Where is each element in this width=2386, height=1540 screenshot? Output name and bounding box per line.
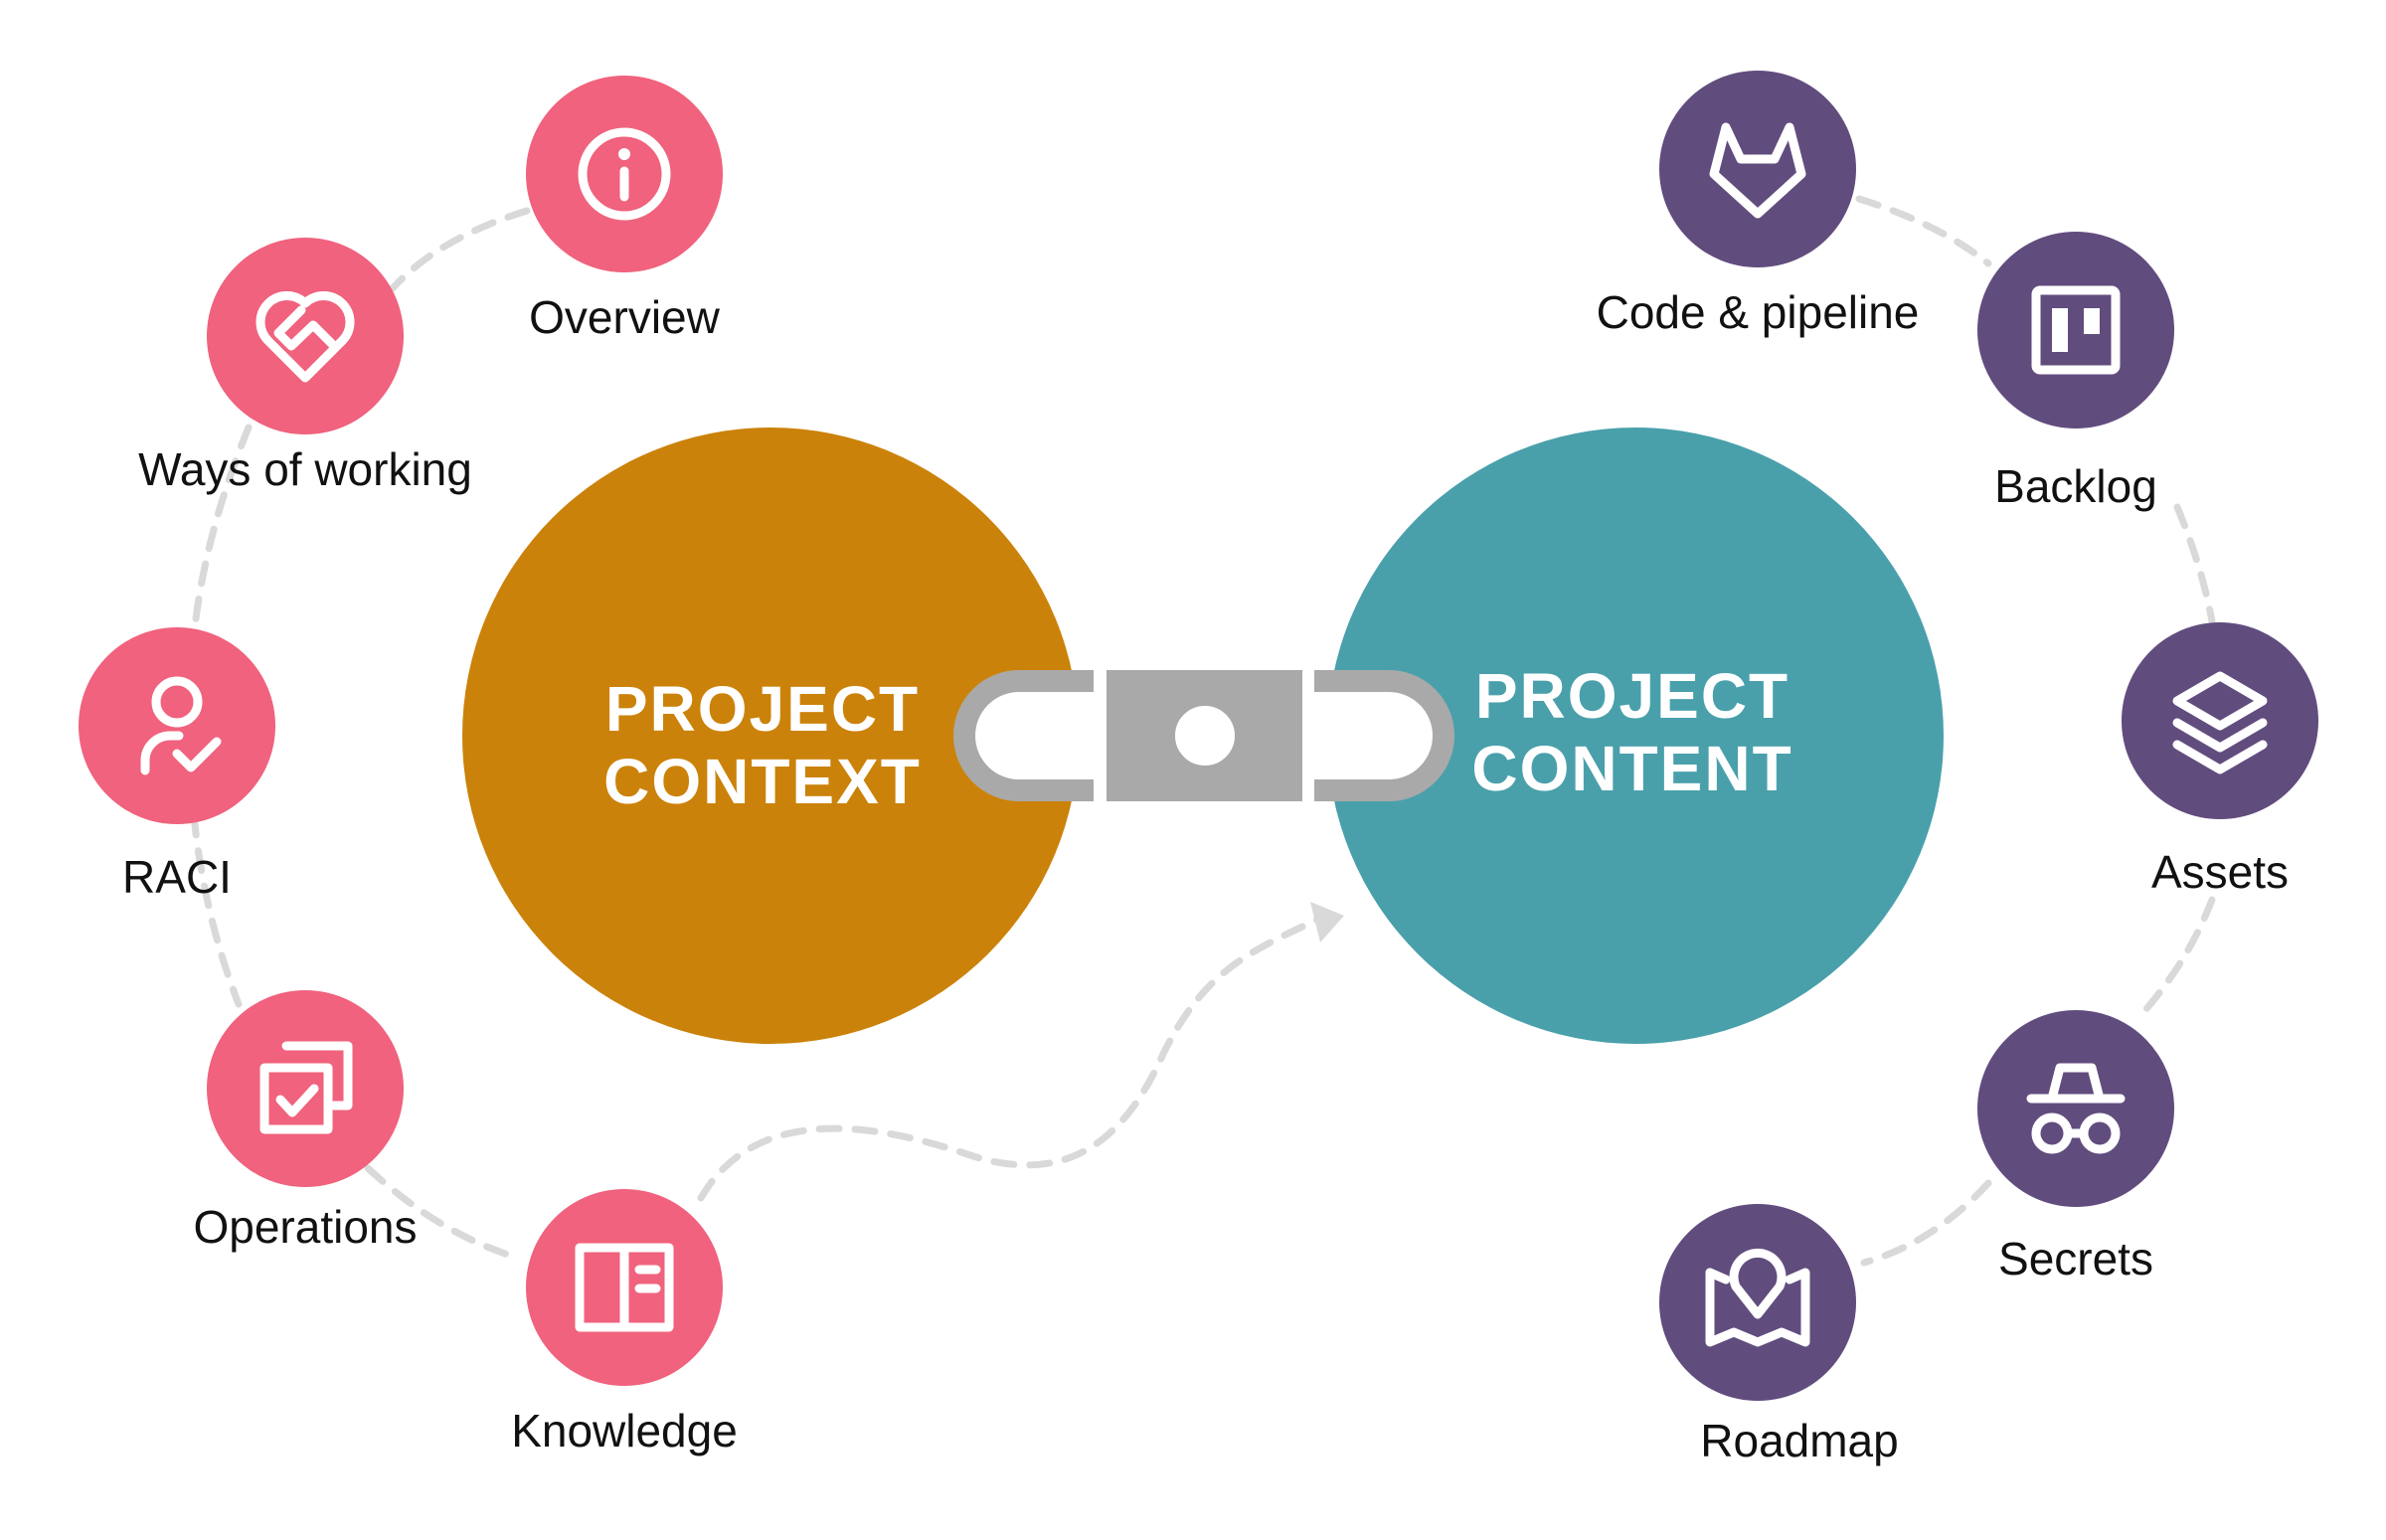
node-backlog[interactable]: Backlog: [1977, 232, 2174, 512]
node-code-pipeline[interactable]: Code & pipeline: [1597, 71, 1920, 338]
node-secrets[interactable]: Secrets: [1977, 1010, 2174, 1284]
node-label-ways-of-working: Ways of working: [138, 443, 472, 495]
content-hub-line2: CONTENT: [1471, 733, 1792, 804]
context-hub-line1: PROJECT: [605, 673, 920, 745]
node-overview[interactable]: Overview: [526, 76, 723, 343]
node-label-roadmap: Roadmap: [1700, 1415, 1898, 1466]
node-ways-of-working[interactable]: Ways of working: [138, 238, 472, 495]
map-pin-icon: [1705, 1248, 1810, 1347]
node-label-overview: Overview: [529, 291, 720, 343]
incognito-icon: [2026, 1063, 2126, 1154]
node-label-code-pipeline: Code & pipeline: [1597, 286, 1920, 338]
node-operations[interactable]: Operations: [193, 990, 418, 1253]
stacked-checkbox-icon: [259, 1041, 353, 1134]
trello-board-icon: [2031, 285, 2121, 375]
gitlab-icon: [1709, 122, 1806, 219]
node-knowledge[interactable]: Knowledge: [511, 1189, 738, 1456]
content-arc: [1855, 195, 2216, 1267]
content-hub-line1: PROJECT: [1475, 660, 1790, 732]
flow-arrow-head: [1310, 902, 1344, 942]
node-label-knowledge: Knowledge: [511, 1405, 738, 1456]
heart-handshake-icon: [256, 290, 355, 383]
info-icon: [578, 127, 671, 221]
project-context-hub: [462, 428, 1079, 1044]
node-label-assets: Assets: [2151, 846, 2289, 898]
flow-path: [697, 902, 1344, 1202]
node-roadmap[interactable]: Roadmap: [1659, 1204, 1899, 1466]
project-content-hub: [1327, 428, 1944, 1044]
node-assets[interactable]: Assets: [2122, 622, 2318, 898]
user-check-icon: [140, 676, 222, 775]
node-label-secrets: Secrets: [1998, 1233, 2153, 1284]
chain-link-icon: [953, 670, 1454, 801]
node-label-operations: Operations: [193, 1201, 417, 1253]
book-icon: [575, 1243, 674, 1332]
context-arc: [190, 207, 531, 1262]
node-raci[interactable]: RACI: [79, 627, 275, 903]
context-hub-line2: CONTEXT: [603, 746, 922, 817]
layers-icon: [2172, 671, 2268, 774]
node-label-backlog: Backlog: [1994, 460, 2157, 512]
node-label-raci: RACI: [122, 851, 232, 903]
